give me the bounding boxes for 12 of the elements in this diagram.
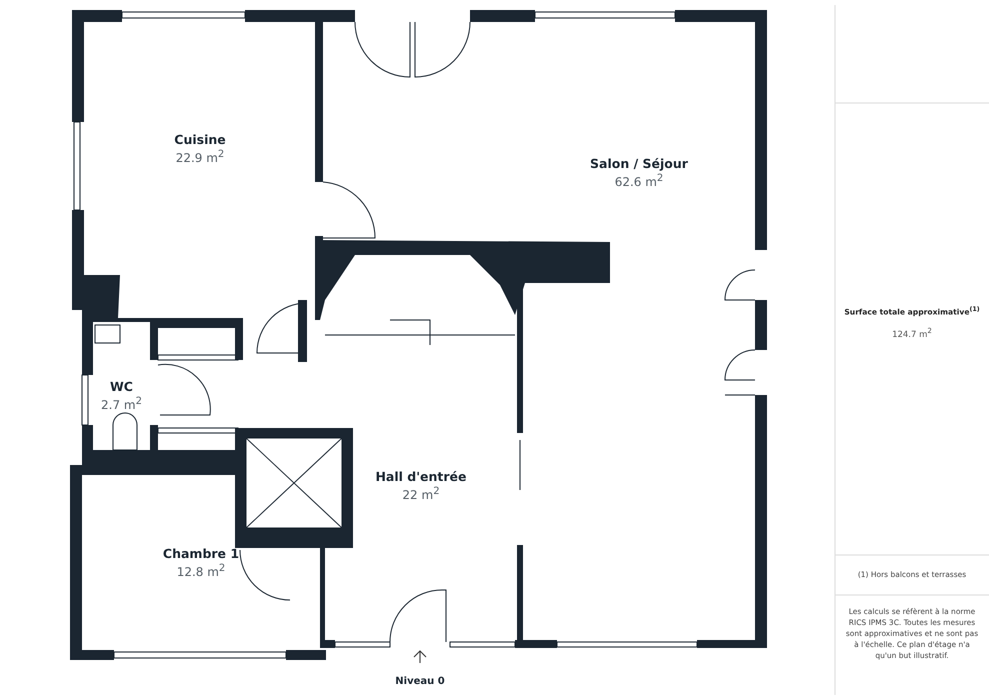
room-name: Salon / Séjour bbox=[590, 156, 688, 170]
room-name: Chambre 1 bbox=[162, 546, 240, 561]
total-area-value: 124.7 m$^{2}$ bbox=[891, 326, 933, 340]
room-area: 62.6 m$^{2}$ bbox=[614, 172, 664, 188]
room-name: Hall d'entrée bbox=[375, 468, 467, 484]
room-name: WC bbox=[110, 378, 133, 394]
room-area: 22 m$^{2}$ bbox=[402, 486, 440, 502]
room-name: Cuisine bbox=[174, 132, 226, 147]
room-area: 12.8 m$^{2}$ bbox=[176, 563, 226, 579]
room-area: 2.7 m$^{2}$ bbox=[101, 396, 142, 412]
floor-level-label: Niveau 0 bbox=[394, 676, 446, 687]
room-area: 22.9 m$^{2}$ bbox=[176, 149, 224, 165]
